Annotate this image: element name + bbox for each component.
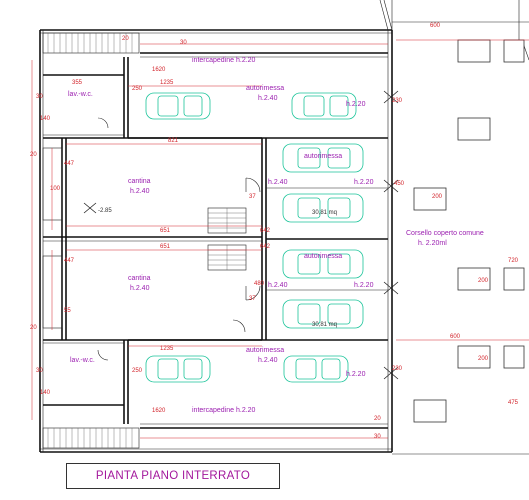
dim-140-b: 140 — [40, 390, 51, 396]
dim-250-b: 250 — [132, 368, 143, 374]
stairs-bottom — [42, 427, 140, 449]
cantina-bottom-label: cantina — [128, 275, 151, 282]
dim-230-b: 230 — [392, 366, 403, 372]
dim-821: 821 — [168, 138, 179, 144]
autorimessa-3-height2: h.2.20 — [354, 282, 374, 289]
dim-200-a: 200 — [432, 194, 443, 200]
car-1 — [145, 92, 211, 120]
stairs-center — [207, 207, 247, 271]
dim-447-b: 447 — [64, 258, 75, 264]
dim-355: 355 — [72, 80, 83, 86]
autorimessa-2-height2: h.2.20 — [354, 179, 374, 186]
autorimessa-1-height2: h.2.20 — [346, 101, 366, 108]
intercapedine-top-label: intercapedine h.2.20 — [192, 57, 256, 64]
autorimessa-4-height: h.2.40 — [258, 357, 278, 364]
autorimessa-2-area: 30,81 mq — [312, 210, 337, 216]
dim-200-c: 200 — [478, 356, 489, 362]
dim-140-a: 140 — [40, 116, 51, 122]
dim-20-c: 20 — [122, 36, 129, 42]
dim-450: 450 — [394, 181, 405, 187]
dim-1620-top: 1620 — [152, 67, 166, 73]
corsello-label: Corsello coperto comune — [406, 230, 484, 237]
dim-1235-bottom: 1235 — [160, 346, 174, 352]
autorimessa-3-label: autorimessa — [304, 253, 342, 260]
dim-200-b: 200 — [478, 278, 489, 284]
pillars — [413, 39, 525, 423]
car-3 — [282, 143, 364, 173]
autorimessa-2-label: autorimessa — [304, 153, 342, 160]
dim-642-a: 642 — [260, 228, 271, 234]
dim-600-mid: 600 — [450, 334, 461, 340]
dim-651-a: 651 — [160, 228, 171, 234]
car-4 — [282, 193, 364, 223]
dim-250-a: 250 — [132, 86, 143, 92]
dim-37-b: 37 — [249, 296, 256, 302]
dim-100: 100 — [50, 186, 61, 192]
dim-447-a: 447 — [64, 161, 75, 167]
autorimessa-1-label: autorimessa — [246, 85, 284, 92]
dim-642-b: 642 — [260, 244, 271, 250]
dim-30-top: 30 — [180, 40, 187, 46]
car-8 — [283, 355, 349, 383]
autorimessa-1-height: h.2.40 — [258, 95, 278, 102]
dim-30-b: 30 — [36, 368, 43, 374]
dim-1620-bottom: 1620 — [152, 408, 166, 414]
stairs-top — [42, 32, 140, 54]
lav-wc-bottom-label: lav.-w.c. — [70, 357, 95, 364]
drawing-title: PIANTA PIANO INTERRATO — [95, 470, 251, 482]
autorimessa-4-height2: h.2.20 — [346, 371, 366, 378]
dim-475: 475 — [508, 400, 519, 406]
dim-20-a: 20 — [30, 152, 37, 158]
car-7 — [145, 355, 211, 383]
level-mark: -2.85 — [98, 208, 112, 214]
dim-651-b: 651 — [160, 244, 171, 250]
autorimessa-2-height: h.2.40 — [268, 179, 288, 186]
autorimessa-3-height: h.2.40 — [268, 282, 288, 289]
dim-30-c: 30 — [374, 434, 381, 440]
cantina-bottom-height: h.2.40 — [130, 285, 150, 292]
dim-720: 720 — [508, 258, 519, 264]
dim-37-a: 37 — [249, 194, 256, 200]
car-6 — [282, 299, 364, 329]
dim-20-d: 20 — [374, 416, 381, 422]
dim-230-a: 230 — [392, 98, 403, 104]
cantina-top-label: cantina — [128, 178, 151, 185]
corsello-height: h. 2.20ml — [418, 240, 447, 247]
car-2 — [291, 92, 357, 120]
dim-600-top: 600 — [430, 23, 441, 29]
drawing-title-box: PIANTA PIANO INTERRATO — [66, 463, 280, 489]
dim-55: 55 — [64, 308, 71, 314]
autorimessa-3-area: 30,81 mq — [312, 322, 337, 328]
lav-wc-top-label: lav.-w.c. — [68, 91, 93, 98]
intercapedine-bottom-label: intercapedine h.2.20 — [192, 407, 256, 414]
dim-1235-top: 1235 — [160, 80, 174, 86]
cantina-top-height: h.2.40 — [130, 188, 150, 195]
dim-20-b: 20 — [30, 325, 37, 331]
dim-30-a: 30 — [36, 94, 43, 100]
dim-480: 480 — [254, 281, 265, 287]
autorimessa-4-label: autorimessa — [246, 347, 284, 354]
column-markers — [83, 90, 399, 380]
car-5 — [282, 249, 364, 279]
